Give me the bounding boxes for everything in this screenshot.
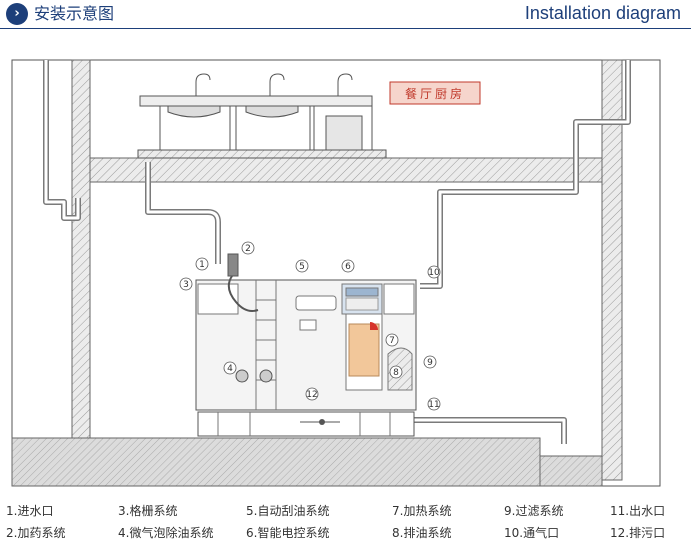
legend-item: 2.加药系统 bbox=[6, 526, 66, 540]
marker-number: 7 bbox=[389, 336, 395, 346]
upper-floor bbox=[89, 157, 603, 183]
legend-item: 12.排污口 bbox=[610, 526, 666, 540]
marker-8 bbox=[389, 365, 403, 379]
marker-number: 9 bbox=[427, 358, 433, 368]
marker-12 bbox=[305, 387, 319, 401]
marker-number: 8 bbox=[393, 368, 399, 378]
room-label-box bbox=[389, 81, 481, 105]
marker-number: 6 bbox=[345, 262, 351, 272]
marker-5 bbox=[295, 259, 309, 273]
ground-floor bbox=[11, 437, 541, 487]
chevron-right-icon: › bbox=[6, 3, 28, 25]
marker-3 bbox=[179, 277, 193, 291]
legend-item: 8.排油系统 bbox=[392, 526, 452, 540]
legend: 1.进水口 3.格栅系统 5.自动刮油系统 7.加热系统 9.过滤系统 11.出… bbox=[0, 497, 691, 551]
header-title-cn: 安装示意图 bbox=[34, 4, 115, 23]
legend-item: 6.智能电控系统 bbox=[246, 526, 330, 540]
marker-number: 11 bbox=[428, 400, 439, 410]
callout-markers bbox=[179, 241, 441, 411]
installation-diagram: 餐厅厨房 bbox=[11, 59, 661, 487]
legend-item: 10.通气口 bbox=[504, 526, 560, 540]
marker-number: 1 bbox=[199, 260, 205, 270]
legend-item: 5.自动刮油系统 bbox=[246, 504, 330, 518]
ground-step bbox=[539, 455, 603, 487]
marker-numbers: 1 2 3 4 5 6 7 8 9 10 11 12 bbox=[183, 244, 440, 410]
marker-number: 3 bbox=[183, 280, 189, 290]
legend-item: 4.微气泡除油系统 bbox=[118, 526, 214, 540]
marker-number: 4 bbox=[227, 364, 233, 374]
legend-item: 7.加热系统 bbox=[392, 504, 452, 518]
kitchen-sinks bbox=[137, 73, 387, 159]
marker-1 bbox=[195, 257, 209, 271]
header: › 安装示意图 Installation diagram bbox=[0, 0, 691, 30]
marker-6 bbox=[341, 259, 355, 273]
marker-2 bbox=[241, 241, 255, 255]
marker-10 bbox=[427, 265, 441, 279]
oil-separator-tank bbox=[195, 253, 417, 437]
left-wall bbox=[71, 59, 91, 439]
header-title-en: Installation diagram bbox=[524, 3, 681, 23]
marker-4 bbox=[223, 361, 237, 375]
marker-7 bbox=[385, 333, 399, 347]
marker-number: 12 bbox=[306, 390, 317, 400]
room-label: 餐厅厨房 bbox=[405, 86, 465, 101]
marker-9 bbox=[423, 355, 437, 369]
legend-item: 11.出水口 bbox=[610, 504, 666, 518]
marker-11 bbox=[427, 397, 441, 411]
heater-block bbox=[348, 323, 380, 377]
marker-number: 2 bbox=[245, 244, 251, 254]
header-divider bbox=[0, 28, 691, 29]
legend-item: 3.格栅系统 bbox=[118, 504, 178, 518]
legend-item: 9.过滤系统 bbox=[504, 504, 564, 518]
marker-number: 5 bbox=[299, 262, 305, 272]
marker-number: 10 bbox=[428, 268, 440, 278]
legend-item: 1.进水口 bbox=[6, 504, 54, 518]
right-wall bbox=[601, 59, 623, 481]
